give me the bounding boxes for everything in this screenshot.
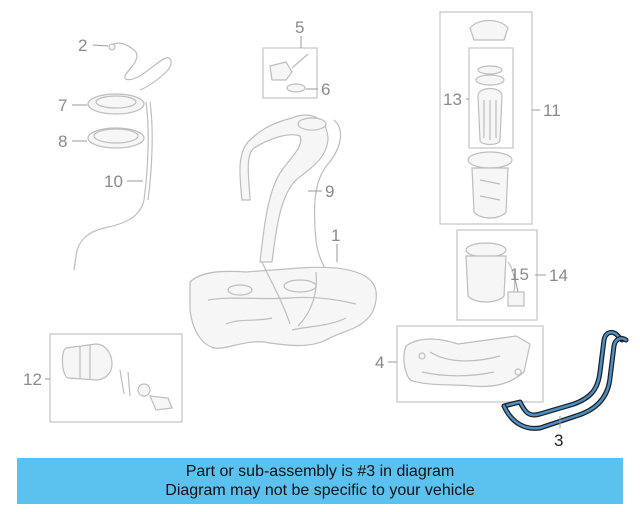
callout-15: 15 [510, 265, 529, 284]
part-11-pump-module [467, 19, 513, 219]
part-9-filler-neck [239, 114, 342, 287]
callout-6: 6 [321, 80, 330, 99]
part-8-seal [87, 127, 145, 149]
part-1-fuel-tank [189, 261, 377, 349]
part-5-valve [269, 53, 309, 81]
part-13-box [468, 47, 514, 149]
part-12-fuel-filter [61, 343, 173, 411]
part-11-box [439, 11, 533, 225]
callout-10: 10 [104, 172, 123, 191]
callout-7: 7 [58, 96, 67, 115]
callout-4: 4 [375, 353, 384, 372]
part-10-hose [73, 101, 149, 271]
callout-5: 5 [295, 18, 304, 37]
banner-line-1: Part or sub-assembly is #3 in diagram [185, 463, 455, 480]
part-7-lock-ring [87, 93, 145, 115]
part-5-6-box [262, 47, 318, 99]
part-14-sender [465, 242, 525, 307]
callout-3: 3 [554, 431, 563, 450]
banner-line-2: Diagram may not be specific to your vehi… [165, 482, 475, 499]
part-3-tank-strap [501, 329, 629, 431]
part-2-cable [108, 42, 172, 91]
callout-8: 8 [58, 132, 67, 151]
callout-11: 11 [543, 101, 561, 120]
part-12-box [49, 333, 183, 423]
callout-1: 1 [331, 226, 340, 245]
callout-13: 13 [443, 90, 462, 109]
leader-lines [45, 36, 561, 428]
part-6-o-ring [286, 83, 306, 93]
callout-14: 14 [549, 266, 568, 285]
part-4-box [396, 325, 544, 403]
part-4-heat-shield [403, 335, 531, 388]
parts-diagram: 2 5 6 7 8 10 9 1 13 11 15 14 4 12 3 [23, 11, 629, 450]
callout-2: 2 [78, 36, 87, 55]
callout-12: 12 [23, 370, 42, 389]
info-banner: Part or sub-assembly is #3 in diagram Di… [17, 458, 623, 504]
callout-9: 9 [325, 182, 334, 201]
